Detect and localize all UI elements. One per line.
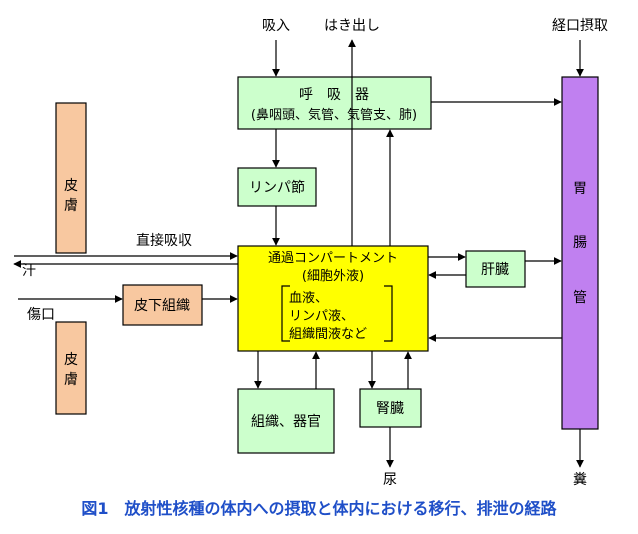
liver-label: 肝臓: [481, 262, 509, 278]
oral-intake-label: 経口摂取: [552, 18, 608, 34]
feces-label: 糞: [573, 472, 587, 488]
skin-bottom-char-1: 皮: [64, 352, 78, 368]
tissues-label: 組織、器官: [251, 414, 321, 430]
transfer-title: 通過コンパートメント: [268, 251, 398, 266]
lymph-node-box: [237, 167, 317, 207]
skin-top-char-2: 膚: [64, 198, 78, 214]
gi-tract-char-3: 管: [573, 290, 587, 306]
gi-tract-char-1: 胃: [573, 181, 587, 197]
respiratory-subtitle: (鼻咽頭、気管、気管支、肺): [251, 107, 417, 123]
tissues-box: [237, 388, 335, 454]
liver-box: [465, 250, 526, 288]
transfer-subtitle: (細胞外液): [302, 269, 364, 284]
skin-top-box: [55, 102, 87, 254]
wound-label: 傷口: [27, 307, 55, 323]
urine-label: 尿: [383, 472, 397, 488]
skin-bottom-char-2: 膚: [64, 372, 78, 388]
transfer-item-blood: 血液、: [289, 291, 328, 306]
transfer-left-bracket: [281, 285, 290, 342]
figure-caption: 図1 放射性核種の体内への摂取と体内における移行、排泄の経路: [81, 499, 557, 518]
skin-top-char-1: 皮: [64, 178, 78, 194]
subcutaneous-label: 皮下組織: [134, 298, 190, 314]
subcutaneous-box: [122, 284, 203, 326]
transfer-item-lymph: リンパ液、: [289, 309, 354, 324]
inhalation-label: 吸入: [262, 18, 290, 34]
skin-bottom-box: [55, 321, 87, 415]
sweat-label: 汗: [22, 263, 36, 279]
lymph-node-label: リンパ節: [249, 179, 305, 196]
gi-tract-char-2: 腸: [573, 235, 587, 251]
direct-absorption-label: 直接吸収: [136, 232, 192, 249]
transfer-item-interstitial: 組織間液など: [289, 327, 367, 342]
transfer-right-bracket: [384, 285, 393, 342]
respiratory-title: 呼 吸 器: [299, 87, 369, 103]
gi-tract-box: [561, 76, 599, 430]
transfer-compartment-box: [237, 245, 429, 352]
exhalation-label: はき出し: [324, 18, 380, 34]
kidney-label: 腎臓: [376, 401, 404, 417]
respiratory-box: [237, 76, 432, 130]
